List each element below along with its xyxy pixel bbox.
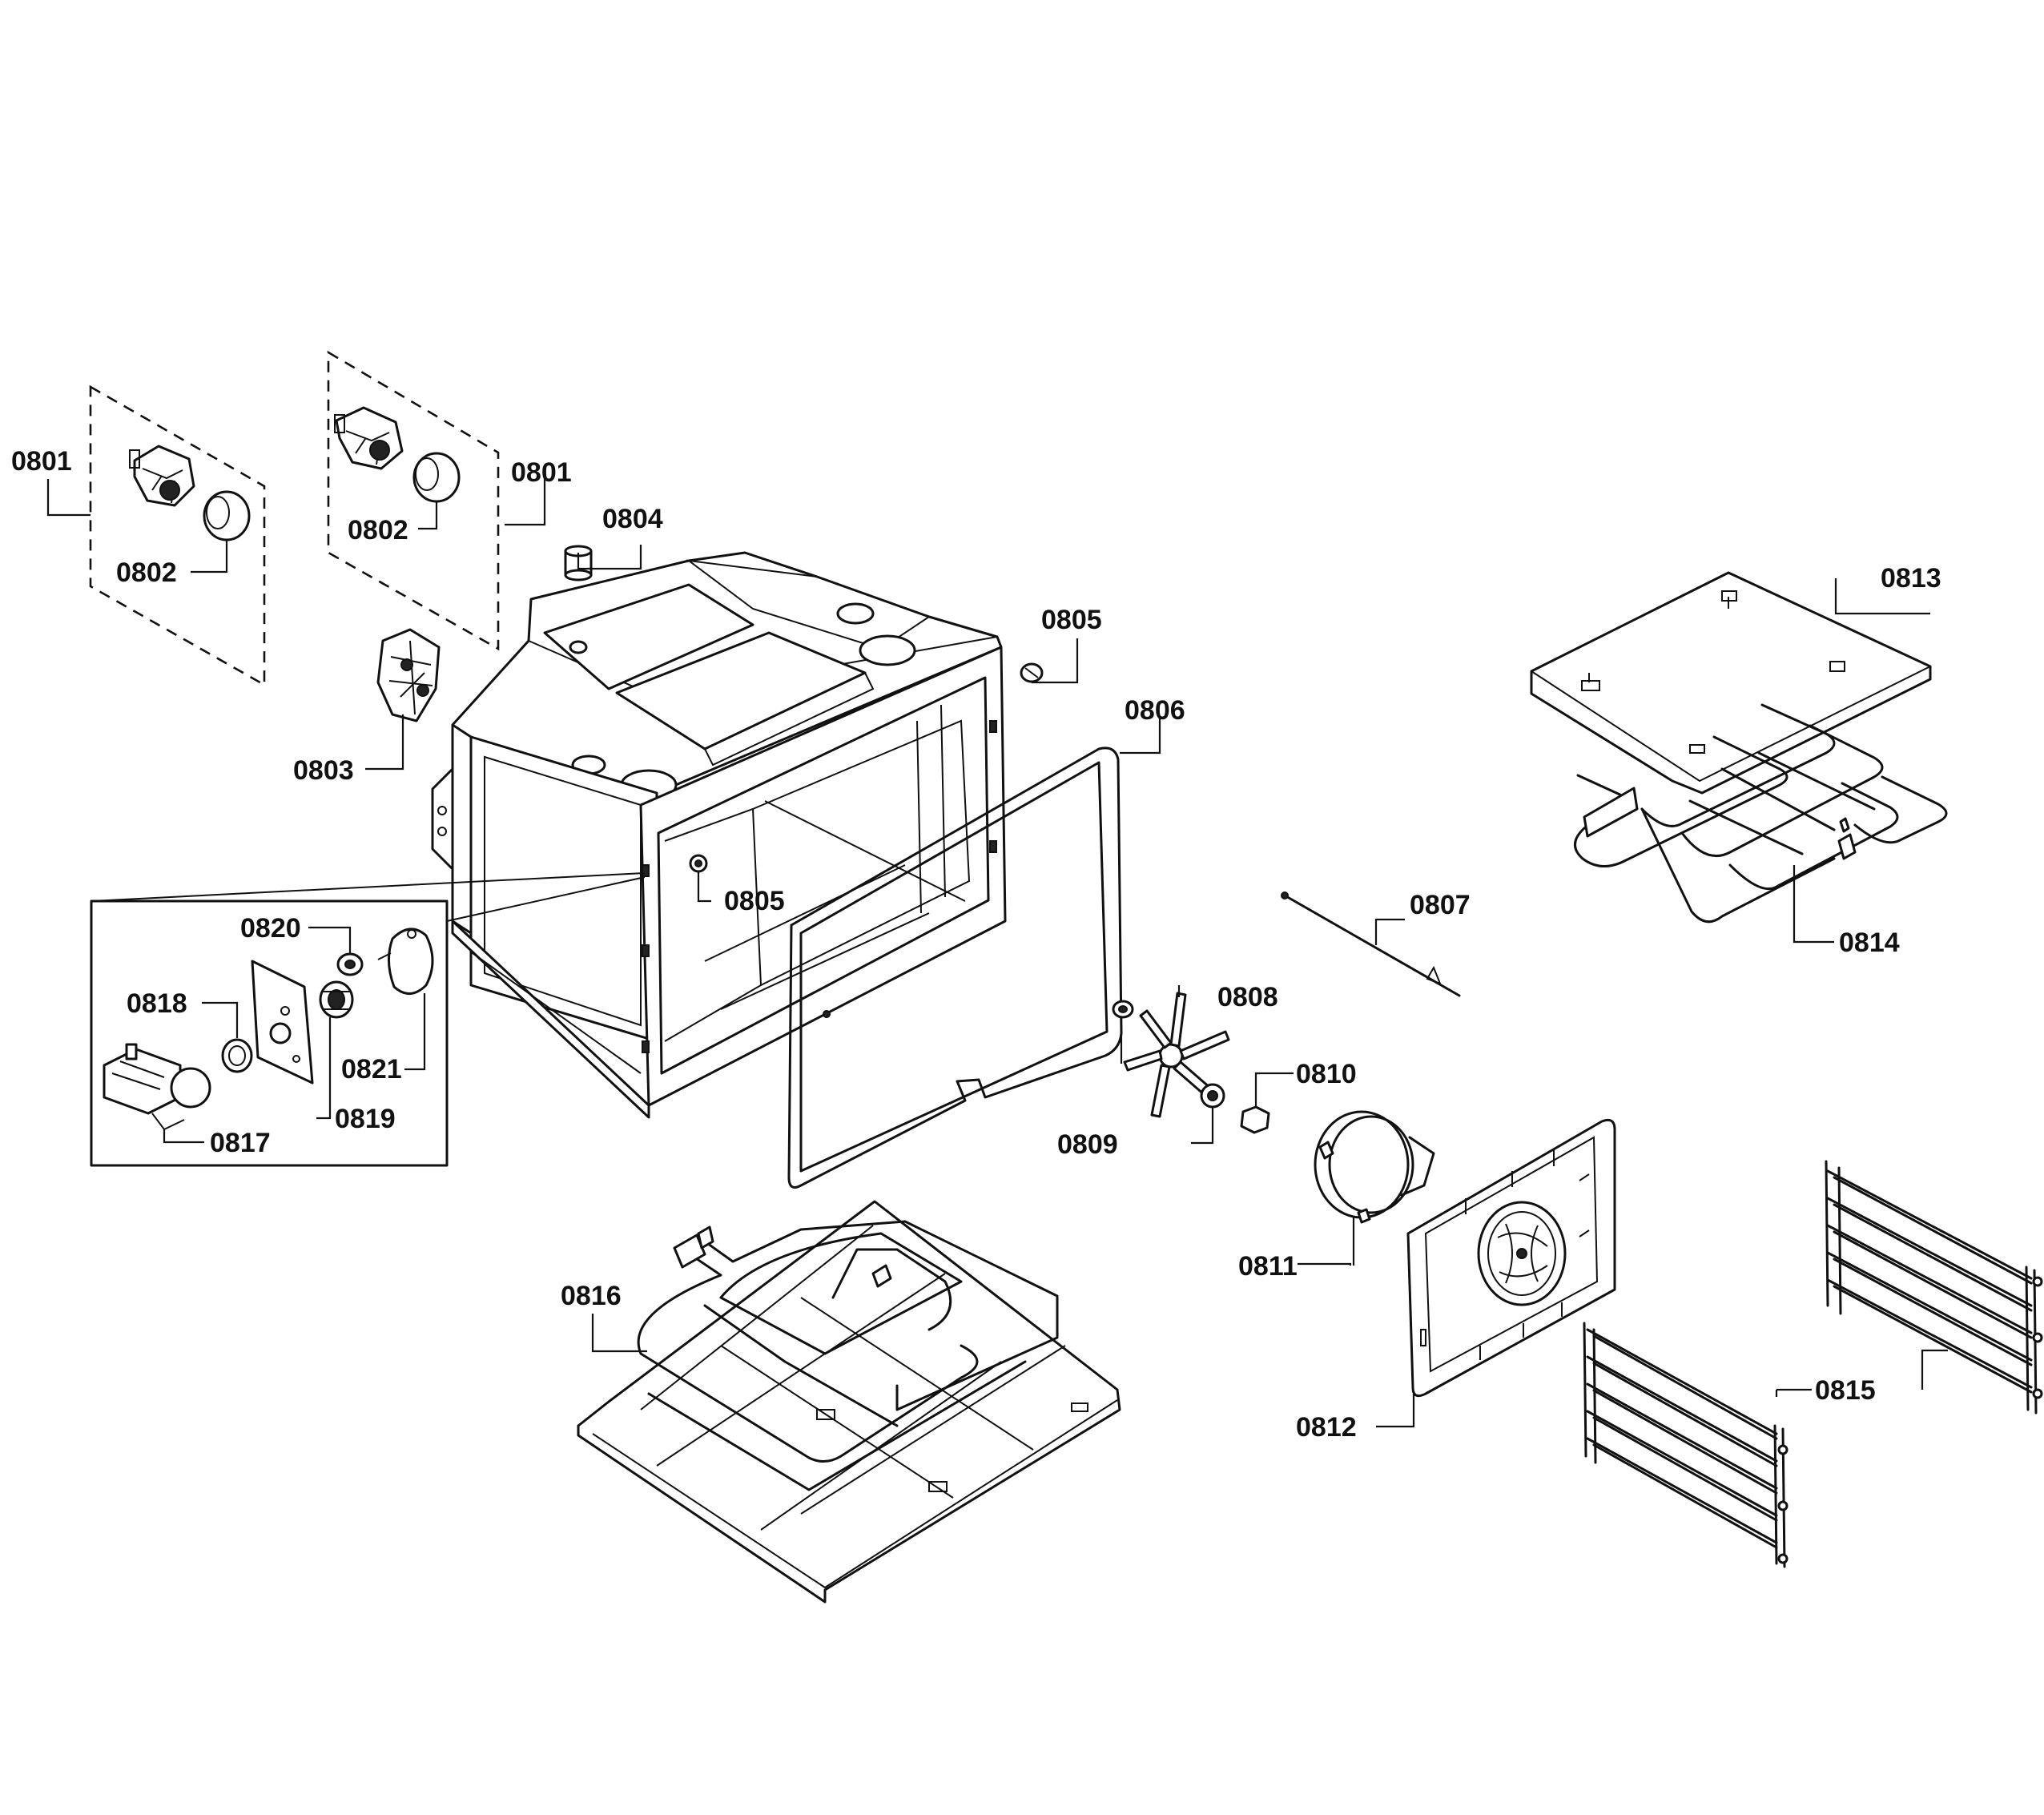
- part-0817-switch: [103, 1043, 211, 1131]
- part-0821-cap: [377, 928, 434, 995]
- callout-0802-right: 0802: [348, 515, 408, 545]
- part-0805-screw-upper: [1020, 662, 1044, 683]
- part-0810-nut: [1240, 1105, 1270, 1134]
- callout-0802-left: 0802: [116, 557, 177, 588]
- lamp-cover-left: [203, 490, 251, 541]
- callout-0812: 0812: [1296, 1412, 1357, 1443]
- callout-0801-left: 0801: [11, 446, 72, 477]
- part-0815-rack-left: [1583, 1322, 1788, 1568]
- part-0818-ring: [221, 1038, 253, 1073]
- callout-0818: 0818: [127, 988, 187, 1019]
- callout-0817: 0817: [210, 1128, 271, 1158]
- part-0819-nut: [319, 980, 354, 1019]
- callout-0821: 0821: [341, 1054, 402, 1085]
- lamp-socket-right: [334, 406, 404, 470]
- part-0807-sensor-rod: [1281, 891, 1461, 997]
- callout-0814: 0814: [1839, 928, 1900, 958]
- callout-0813: 0813: [1881, 563, 1941, 594]
- part-0803-bracket: [376, 628, 441, 722]
- callout-0807: 0807: [1410, 890, 1471, 920]
- callout-0809: 0809: [1057, 1129, 1118, 1160]
- part-0815-rack-right: [1825, 1160, 2043, 1415]
- callout-labels: 0801 0801 0802 0802 0803 0804 0805 0805 …: [11, 446, 1941, 1443]
- part-0820-bushing: [336, 952, 364, 976]
- callout-0806: 0806: [1125, 695, 1185, 726]
- callout-0811: 0811: [1238, 1251, 1298, 1282]
- inset-frame: [90, 899, 449, 1167]
- lamp-socket-left: [129, 445, 195, 507]
- lamp-assembly-right: [327, 350, 500, 651]
- callout-0820: 0820: [240, 913, 301, 944]
- callout-0808: 0808: [1217, 982, 1278, 1012]
- part-0811-ring-element: [1314, 1110, 1435, 1224]
- callout-0816: 0816: [561, 1281, 622, 1311]
- callout-0803: 0803: [293, 755, 354, 786]
- part-0813-top-plate: [1530, 571, 1932, 795]
- inset-door-switch: [90, 872, 646, 1167]
- lamp-group-dashed-outline-right: [327, 350, 500, 651]
- part-0816-bake-element: [577, 1200, 1121, 1604]
- callout-0819: 0819: [335, 1104, 396, 1134]
- oven-cavity-housing: [431, 551, 1007, 1119]
- lamp-assembly-left: [89, 384, 266, 687]
- callout-0805-lower: 0805: [724, 886, 785, 916]
- callout-0805-upper: 0805: [1041, 605, 1102, 635]
- part-0806-door-gasket: [787, 747, 1123, 1189]
- part-0809-washer-left: [1112, 1000, 1134, 1019]
- part-0812-rear-panel: [1406, 1118, 1616, 1398]
- lamp-cover-right: [412, 452, 461, 503]
- part-switch-plate: [251, 960, 314, 1085]
- leader-lines: [46, 477, 1948, 1428]
- part-0809-nut-right: [1200, 1083, 1225, 1109]
- callout-0815: 0815: [1815, 1375, 1876, 1406]
- part-0808-fan-blade: [1123, 992, 1230, 1118]
- part-0814-broil-element: [1574, 703, 1948, 924]
- callout-0801-right: 0801: [511, 457, 572, 488]
- inset-pointer-lines: [91, 872, 646, 922]
- callout-0804: 0804: [602, 504, 663, 534]
- callout-0810: 0810: [1296, 1059, 1357, 1089]
